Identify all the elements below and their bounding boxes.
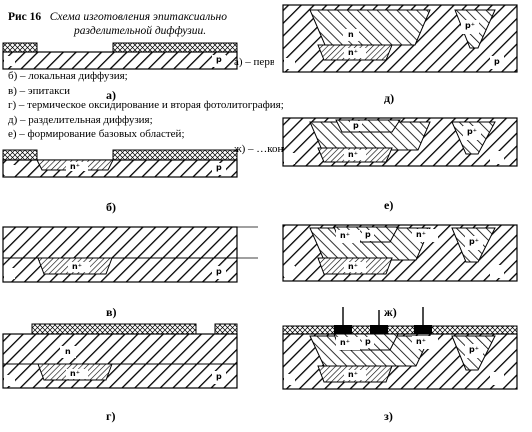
figure-number: Рис 16 [8,11,42,23]
panel-label-c: в) [106,305,117,319]
figure-title-line1: Схема изготовления эпитаксиально [49,11,227,23]
region-label-n-plus: n⁺ [348,48,358,57]
region-label-p-plus: p⁺ [467,127,477,136]
region-label-p-plus: p⁺ [469,345,479,354]
region-label-n-plus: n⁺ [416,337,426,346]
step-item: а) – первая фот [234,56,274,68]
region-label-p: p [216,55,222,64]
panel-g-graphic [282,224,518,282]
step-item: б) – локальная диффузия; [8,70,128,82]
region-label-p: p [353,121,359,130]
panel-e-graphic [282,4,518,73]
region-label-p: p [216,163,222,172]
panel-label-h: з) [384,409,393,423]
panel-label-a: а) [106,88,116,102]
region-label-n-plus: n⁺ [72,262,82,271]
panel-label-f: е) [384,198,394,212]
panel-d-graphic [2,323,238,389]
panel-label-e: д) [384,91,395,105]
region-label-p: p [365,337,371,346]
figure-caption: Рис 16 Схема изготовления эпитаксиально … [8,10,528,37]
region-label-n: n [348,30,354,39]
region-label-n-plus: n⁺ [70,162,80,171]
region-label-n-plus: n⁺ [70,369,80,378]
panel-label-b: б) [106,200,116,214]
step-list: а) – первая фот б) – локальная диффузия;… [8,55,284,155]
step-item: ж) – …контакт… [234,142,284,155]
panel-b-graphic [2,149,238,178]
panel-label-g: ж) [384,305,397,319]
step-item: е) – формирование базовых областей; [8,128,185,141]
region-label-p-plus: p⁺ [465,21,475,30]
step-item: в) – эпитакси [8,84,71,97]
region-label-n-plus: n⁺ [348,262,358,271]
region-label-p: p [216,267,222,276]
panel-h-graphic [282,307,518,390]
region-label-p-plus: p⁺ [469,237,479,246]
panel-f-graphic [282,117,518,167]
step-item: д) – разделительная диффузия; [8,113,153,126]
region-label-p: p [494,57,500,66]
figure-title-line2: разделительной диффузии. [74,25,207,37]
region-label-n: n [65,347,71,356]
region-label-n-plus: n⁺ [416,230,426,239]
region-label-n-plus: n⁺ [340,338,350,347]
panel-label-d: г) [106,409,116,423]
panel-a-graphic [2,42,238,70]
panel-c-graphic [2,226,258,283]
region-label-n-plus: n⁺ [340,231,350,240]
region-label-p: p [216,372,222,381]
step-item: г) – термическое оксидирование и вторая … [8,99,284,112]
region-label-n-plus: n⁺ [348,370,358,379]
region-label-p: p [365,230,371,239]
region-label-n-plus: n⁺ [348,150,358,159]
